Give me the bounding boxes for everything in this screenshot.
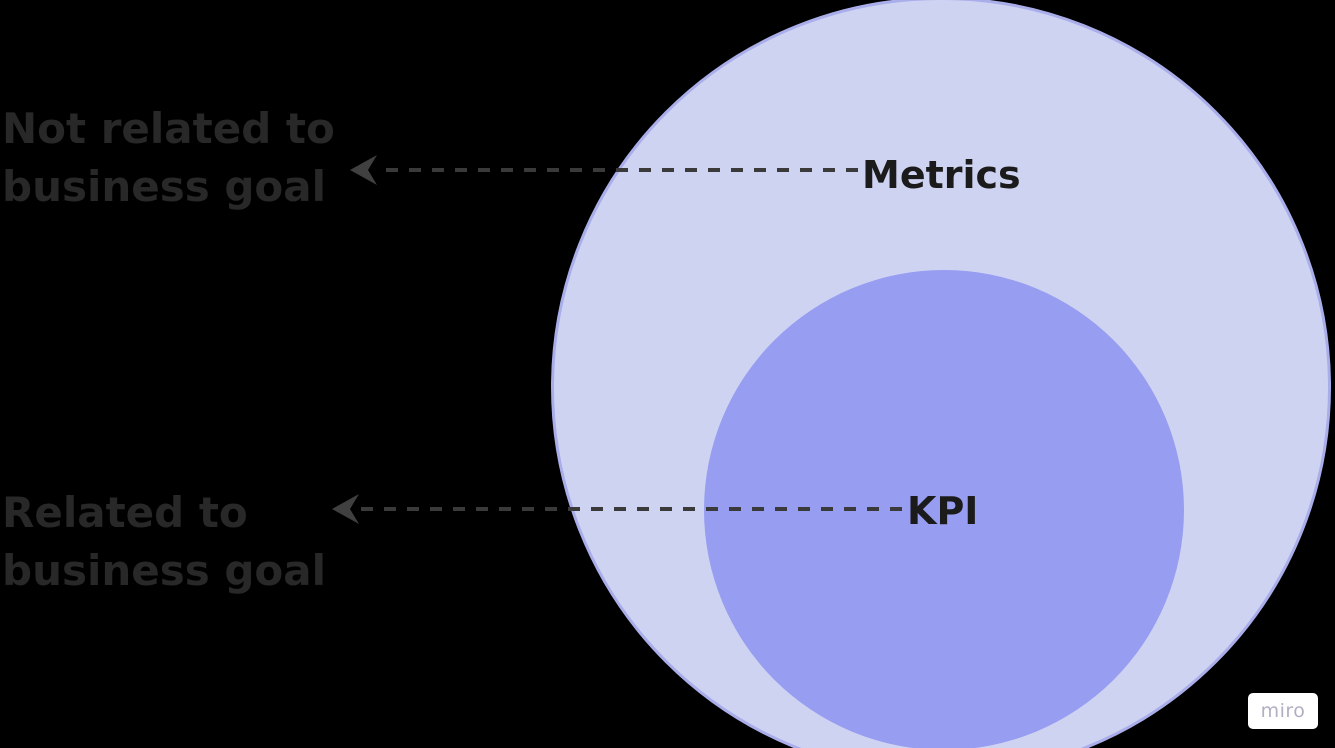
- annotation-related: Related to business goal: [2, 484, 326, 600]
- annotation-not-related: Not related to business goal: [2, 100, 335, 216]
- arrowhead-left-icon: [332, 494, 359, 524]
- annotation-not-related-line1: Not related to: [2, 104, 335, 153]
- kpi-label: KPI: [907, 489, 979, 533]
- annotation-not-related-line2: business goal: [2, 162, 327, 211]
- miro-watermark-label: miro: [1260, 700, 1306, 722]
- annotation-related-line1: Related to: [2, 488, 248, 537]
- arrowhead-left-icon: [350, 155, 377, 185]
- annotation-related-line2: business goal: [2, 546, 327, 595]
- miro-watermark-badge: miro: [1248, 693, 1318, 729]
- metrics-label: Metrics: [862, 153, 1021, 197]
